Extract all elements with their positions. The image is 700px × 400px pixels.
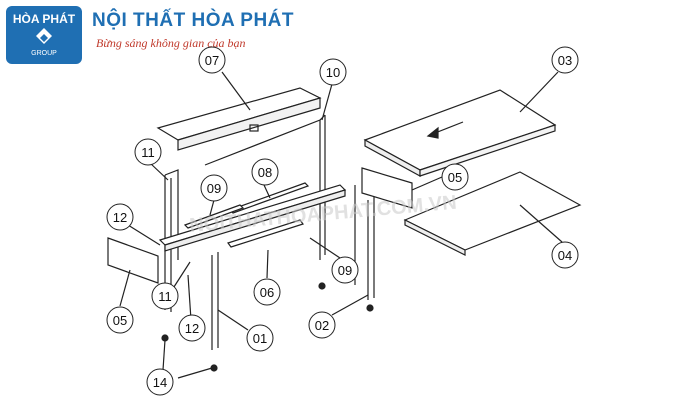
part-05-left-panel	[107, 237, 159, 284]
part-03-arrowhead	[426, 126, 439, 139]
callout-09-top: 09	[200, 174, 228, 202]
callout-07: 07	[198, 46, 226, 74]
leader-12-top	[127, 224, 161, 246]
callout-05-left: 05	[106, 306, 134, 334]
callout-label-04: 04	[558, 248, 572, 263]
part-05-right-panel	[361, 167, 413, 209]
leader-09-top	[209, 199, 215, 216]
hoa-phat-logo: HÒA PHÁT GROUP	[6, 6, 82, 64]
logo-text: HÒA PHÁT	[12, 12, 76, 26]
callout-11-top: 11	[134, 138, 162, 166]
callout-01: 01	[246, 324, 274, 352]
callout-label-10: 10	[326, 65, 340, 80]
callout-label-14: 14	[153, 375, 167, 390]
part-11-left-frame	[164, 169, 179, 260]
callout-label-07: 07	[205, 53, 219, 68]
part-07-back-panel-face	[177, 97, 321, 151]
part-07-slot	[249, 124, 259, 132]
callout-04: 04	[551, 241, 579, 269]
part-foot-back	[318, 282, 326, 290]
callout-label-09-bottom: 09	[338, 263, 352, 278]
callout-06: 06	[253, 278, 281, 306]
callout-03: 03	[551, 46, 579, 74]
logo-emblem-icon	[36, 28, 52, 44]
leader-11-top	[149, 162, 169, 181]
leader-07	[221, 71, 251, 111]
leader-06	[266, 249, 269, 279]
callout-05-right: 05	[441, 163, 469, 191]
callout-label-09-top: 09	[207, 181, 221, 196]
leader-01	[217, 309, 249, 331]
callout-02: 02	[308, 311, 336, 339]
callout-12-top: 12	[106, 203, 134, 231]
part-03-edge-right	[419, 124, 556, 177]
logo-subtext: GROUP	[31, 50, 57, 57]
leader-05-left	[119, 269, 131, 307]
callout-11-bottom: 11	[151, 282, 179, 310]
brand-title: NỘI THẤT HÒA PHÁT	[92, 10, 295, 31]
callout-14: 14	[146, 368, 174, 396]
leader-05-right	[411, 176, 443, 191]
leader-14b	[177, 367, 213, 379]
callout-label-05-right: 05	[448, 170, 462, 185]
leader-02	[331, 294, 369, 316]
callout-label-06: 06	[260, 285, 274, 300]
leader-14a	[162, 339, 166, 371]
part-foot-right	[366, 304, 374, 312]
callout-label-08: 08	[258, 165, 272, 180]
desk-parts	[107, 71, 582, 379]
brand-slogan: Bừng sáng không gian của bạn	[96, 36, 246, 50]
callout-label-01: 01	[253, 331, 267, 346]
callout-08: 08	[251, 158, 279, 186]
callout-label-11-top: 11	[141, 145, 155, 160]
part-09-lower-beam	[227, 219, 304, 248]
part-04-shelf-edge	[404, 219, 466, 256]
callout-12-bottom: 12	[178, 314, 206, 342]
callout-label-11-bottom: 11	[158, 289, 172, 304]
part-06-front-beam-bottom	[164, 189, 346, 252]
leader-12-bottom	[187, 274, 192, 321]
callout-09-bottom: 09	[331, 256, 359, 284]
callout-label-12-top: 12	[113, 210, 127, 225]
leader-10	[321, 83, 333, 121]
callout-label-02: 02	[315, 318, 329, 333]
callout-label-03: 03	[558, 53, 572, 68]
callout-label-12-bottom: 12	[185, 321, 199, 336]
leader-11-bottom	[171, 261, 191, 291]
leader-09-bottom	[309, 237, 341, 259]
leader-08	[263, 184, 271, 199]
leader-04	[519, 204, 563, 243]
part-09-upper-beam	[183, 204, 245, 229]
leader-03	[519, 71, 559, 113]
callout-10: 10	[319, 58, 347, 86]
callout-label-05-left: 05	[113, 313, 127, 328]
